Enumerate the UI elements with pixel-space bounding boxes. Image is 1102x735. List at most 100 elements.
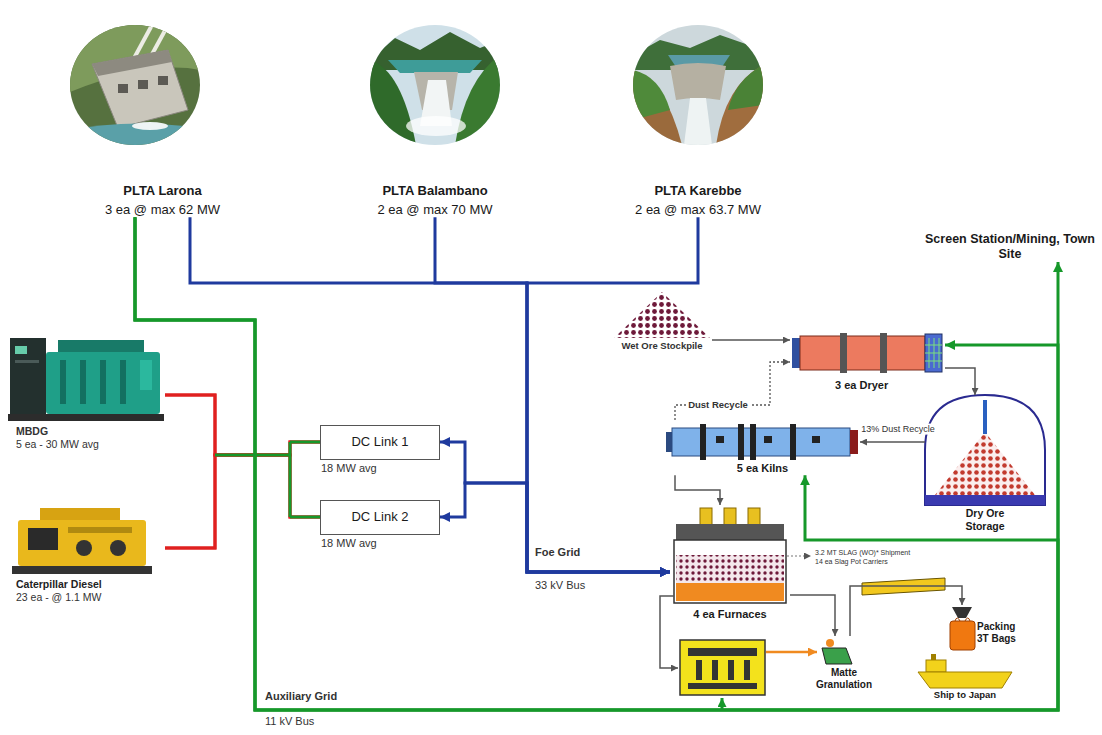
engine-base	[8, 414, 164, 421]
kiln-port	[716, 436, 724, 443]
edge-label: 13% Dust Recycle	[859, 424, 937, 435]
photo-sky	[633, 25, 763, 145]
bag-handle	[955, 618, 970, 621]
flow-arrow	[850, 586, 962, 636]
control-cabinet	[10, 338, 46, 416]
node-detail: 2 ea @ max 70 MW	[377, 202, 492, 218]
edge-label: Dust Recycle	[686, 399, 750, 410]
converter-bar	[744, 660, 750, 680]
power-line	[135, 217, 1058, 710]
bus-voltage: 33 kV Bus	[535, 579, 585, 592]
powerhouse	[92, 50, 188, 128]
converter-bar	[728, 660, 734, 680]
bus-name: Foe Grid	[535, 546, 580, 559]
power-line	[440, 442, 670, 572]
node-detail: 3 ea @ max 62 MW	[105, 202, 220, 218]
node-detail: 18 MW avg	[321, 537, 377, 550]
photo-dam	[670, 63, 726, 100]
node-title: PLTA Balambano	[382, 183, 487, 199]
node-title: PLTA Larona	[123, 183, 201, 199]
engine-rib	[100, 360, 106, 404]
dryer-ring	[840, 333, 847, 373]
furnace-shell	[674, 540, 786, 603]
window	[118, 84, 128, 93]
bus-name: Auxiliary Grid	[265, 690, 337, 703]
power-line	[165, 442, 320, 548]
generator: MBDG5 ea - 30 MW avg	[10, 330, 165, 450]
node-detail: 2 ea @ max 63.7 MW	[635, 202, 761, 218]
kiln-drum	[672, 428, 850, 456]
powerhouse-roof	[92, 50, 172, 76]
hopper	[952, 607, 972, 618]
storage-dome	[925, 395, 1045, 505]
engine-panel	[140, 360, 152, 390]
photo-forest	[370, 60, 416, 145]
plant-photo	[370, 25, 500, 145]
engine-body	[18, 520, 146, 566]
furnace-roof	[676, 524, 784, 540]
flow-arrow	[790, 595, 835, 636]
node-title: 5 ea Kilns	[737, 462, 788, 475]
cabinet-screen	[15, 346, 27, 354]
converter-bar	[712, 660, 718, 680]
window	[158, 76, 168, 85]
load-label: Screen Station/Mining, Town Site	[923, 232, 1097, 262]
power-line	[435, 217, 670, 572]
matte-transfer	[766, 651, 817, 654]
engine-flywheel	[76, 540, 92, 556]
engine-detail	[68, 527, 132, 533]
node-title: Dry Ore Storage	[953, 507, 1017, 532]
photo-forest	[455, 55, 500, 145]
node-title: Ship to Japan	[934, 689, 996, 700]
slag-note: 3.2 MT SLAG (WO)* Shipment	[815, 549, 910, 557]
kiln-ring	[790, 424, 796, 460]
power-line	[165, 395, 320, 517]
node-title: Packing 3T Bags	[977, 621, 1027, 645]
dryer-burner	[925, 334, 942, 372]
photo-lake	[388, 60, 482, 73]
bus-voltage: 11 kV Bus	[265, 715, 314, 728]
node-title: Matte Granulation	[811, 667, 877, 691]
slag-note: 14 ea Slag Pot Carriers	[815, 558, 888, 566]
storage-chute	[983, 400, 987, 434]
node-title: DC Link 1	[351, 426, 408, 450]
node-title: MBDG	[16, 425, 48, 438]
converter-band	[688, 648, 757, 656]
granulation: Matte Granulation	[808, 636, 880, 691]
node-detail: 18 MW avg	[321, 462, 377, 475]
dc-link-box: DC Link 218 MW avg	[320, 500, 440, 535]
node-detail: 5 ea - 30 MW avg	[16, 438, 99, 451]
storage-pile	[935, 432, 1035, 495]
power-line	[440, 483, 670, 572]
kiln-burner	[850, 430, 858, 454]
converter-bar	[696, 660, 702, 680]
slag-leader	[787, 555, 811, 556]
power-plant: PLTA Balambano 2 ea @ max 70 MW	[350, 25, 520, 217]
converter-feed	[721, 698, 724, 710]
converter-band	[688, 683, 757, 689]
dryer-end	[792, 338, 800, 368]
plant-photo	[633, 25, 763, 145]
power-line	[135, 217, 1058, 710]
power-line	[527, 217, 698, 572]
photo-ground	[70, 25, 200, 145]
photo-foam	[132, 122, 168, 130]
photo-forest	[728, 65, 763, 110]
photo-forest	[633, 70, 670, 120]
kiln: 5 ea Kilns	[665, 420, 860, 475]
ore-pile	[614, 292, 710, 338]
dc-link-box: DC Link 118 MW avg	[320, 425, 440, 460]
node-title: Wet Ore Stockpile	[621, 340, 702, 351]
plant-photo	[70, 25, 200, 145]
engine-flywheel	[110, 540, 126, 556]
node-title: PLTA Karebbe	[654, 183, 741, 199]
kiln-port	[812, 436, 820, 443]
bulk-bag	[950, 621, 975, 650]
window	[138, 80, 148, 89]
photo-cliff	[633, 70, 682, 145]
engine-rib	[120, 360, 126, 404]
engine-rib	[80, 360, 86, 404]
